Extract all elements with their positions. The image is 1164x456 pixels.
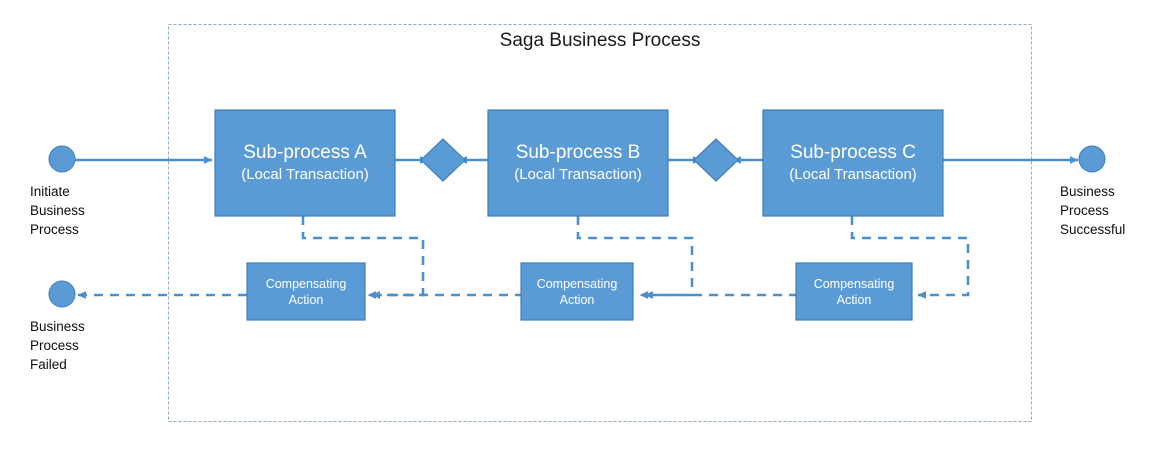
compensating-a-line2: Action	[288, 292, 324, 307]
success-end-event-circle[interactable]	[1078, 145, 1106, 173]
subprocess-c-label: Sub-process C (Local Transaction)	[763, 110, 943, 216]
gateway-2-diamond[interactable]	[693, 138, 739, 182]
subprocess-a-label: Sub-process A (Local Transaction)	[215, 110, 395, 216]
compensating-c-line1: Compensating	[813, 276, 895, 291]
subprocess-a-subtitle: (Local Transaction)	[241, 166, 369, 183]
subprocess-b-label: Sub-process B (Local Transaction)	[488, 110, 668, 216]
subprocess-a-box[interactable]	[214, 109, 396, 217]
subprocess-c-title: Sub-process C	[790, 142, 916, 163]
compensating-b-box[interactable]	[520, 262, 634, 321]
subprocess-c-subtitle: (Local Transaction)	[789, 166, 917, 183]
compensating-b-line2: Action	[559, 292, 595, 307]
compensating-c-label: Compensating Action	[796, 263, 912, 320]
compensating-a-line1: Compensating	[265, 276, 347, 291]
subprocess-b-title: Sub-process B	[515, 142, 641, 163]
edge-subprocess-c-to-compensating-c	[850, 216, 970, 299]
compensating-c-box[interactable]	[795, 262, 913, 321]
start-event-circle[interactable]	[48, 145, 76, 173]
subprocess-a-title: Sub-process A	[243, 142, 367, 163]
saga-container-boundary	[168, 24, 1032, 422]
failed-end-event-circle[interactable]	[48, 280, 76, 308]
failed-end-event-label: Business Process Failed	[30, 319, 85, 372]
edge-subprocess-b-to-compensating-b	[576, 216, 694, 299]
compensating-b-label: Compensating Action	[521, 263, 633, 320]
subprocess-c-box[interactable]	[762, 109, 944, 217]
saga-container-title: Saga Business Process	[499, 30, 701, 51]
compensating-a-label: Compensating Action	[247, 263, 365, 320]
gateway-1-diamond[interactable]	[420, 138, 466, 182]
compensating-a-box[interactable]	[246, 262, 366, 321]
compensating-b-line1: Compensating	[536, 276, 618, 291]
start-event-label: Initiate Business Process	[30, 184, 85, 237]
success-end-event-label: Business Process Successful	[1060, 184, 1126, 237]
compensating-c-line2: Action	[836, 292, 872, 307]
subprocess-b-box[interactable]	[487, 109, 669, 217]
subprocess-b-subtitle: (Local Transaction)	[514, 166, 642, 183]
